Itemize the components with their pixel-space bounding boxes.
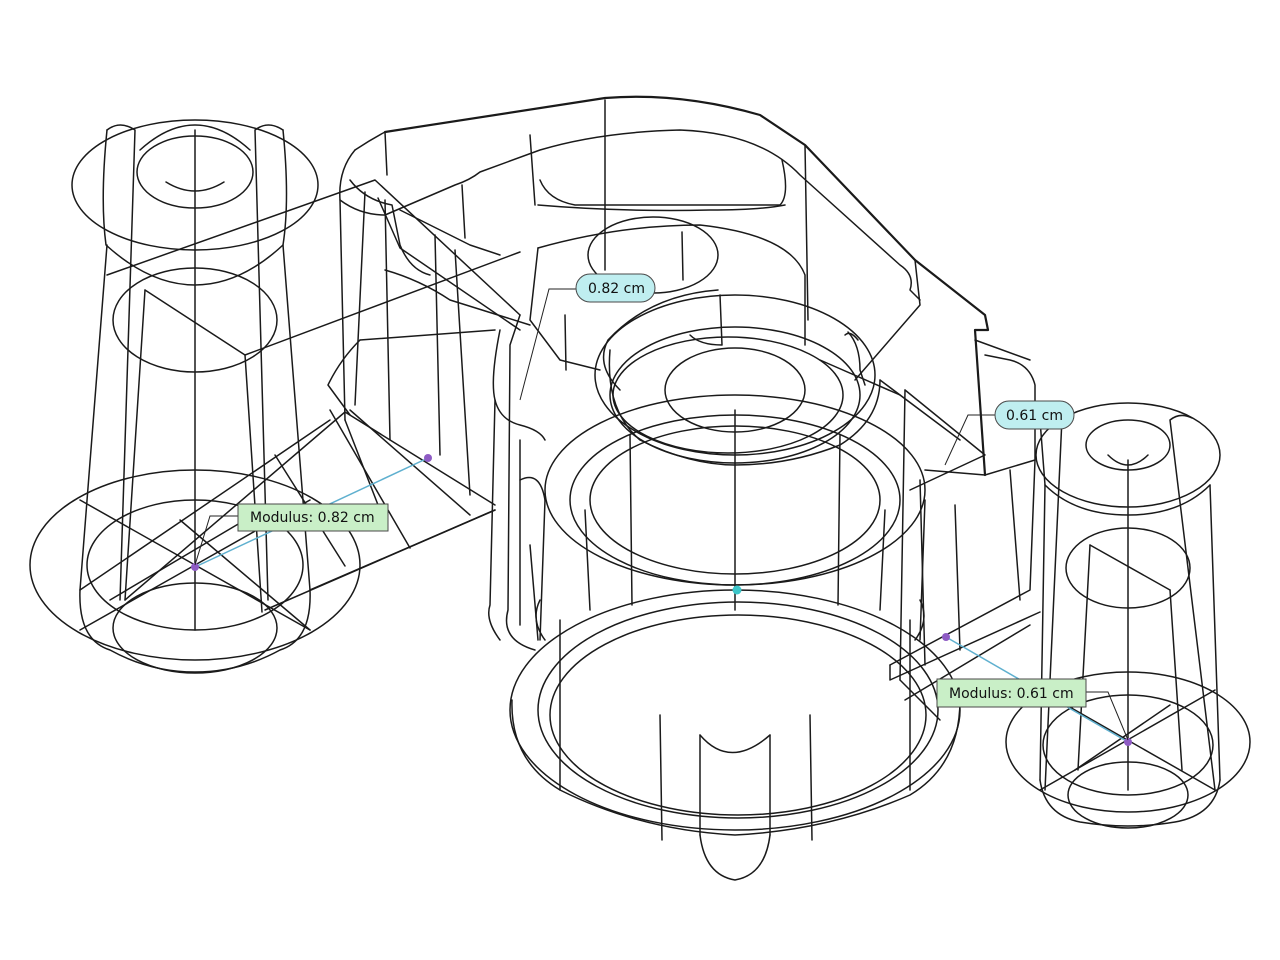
left-thickness-callout[interactable]: 0.82 cm: [519, 273, 656, 401]
main-casting-wireframe: [327, 95, 1041, 721]
left-thickness-pill[interactable]: [575, 273, 656, 303]
right-thickness-pill[interactable]: [994, 400, 1075, 430]
left-measure-start-point[interactable]: [191, 563, 199, 571]
right-riser-wireframe: [1005, 402, 1251, 829]
right-modulus-tag[interactable]: [936, 678, 1087, 708]
center-pivot-point[interactable]: [732, 585, 742, 595]
right-measure-end-point[interactable]: [1124, 738, 1132, 746]
right-modulus-label: Modulus: 0.61 cm: [949, 686, 1074, 702]
left-measure-end-point[interactable]: [424, 454, 432, 462]
left-modulus-label: Modulus: 0.82 cm: [250, 510, 375, 526]
lower-basin-wireframe: [509, 589, 961, 881]
center-sprue-wireframe: [488, 289, 926, 651]
left-modulus-measurement[interactable]: Modulus: 0.82 cm: [191, 454, 432, 571]
right-measure-start-point[interactable]: [942, 633, 950, 641]
right-thickness-callout[interactable]: 0.61 cm: [944, 400, 1075, 466]
left-thickness-label: 0.82 cm: [588, 281, 645, 297]
left-runner-bar-wireframe: [79, 179, 521, 631]
right-modulus-measurement[interactable]: Modulus: 0.61 cm: [936, 633, 1132, 746]
left-riser-wireframe: [29, 119, 361, 674]
left-modulus-tag[interactable]: [237, 503, 389, 532]
right-thickness-label: 0.61 cm: [1006, 408, 1063, 424]
